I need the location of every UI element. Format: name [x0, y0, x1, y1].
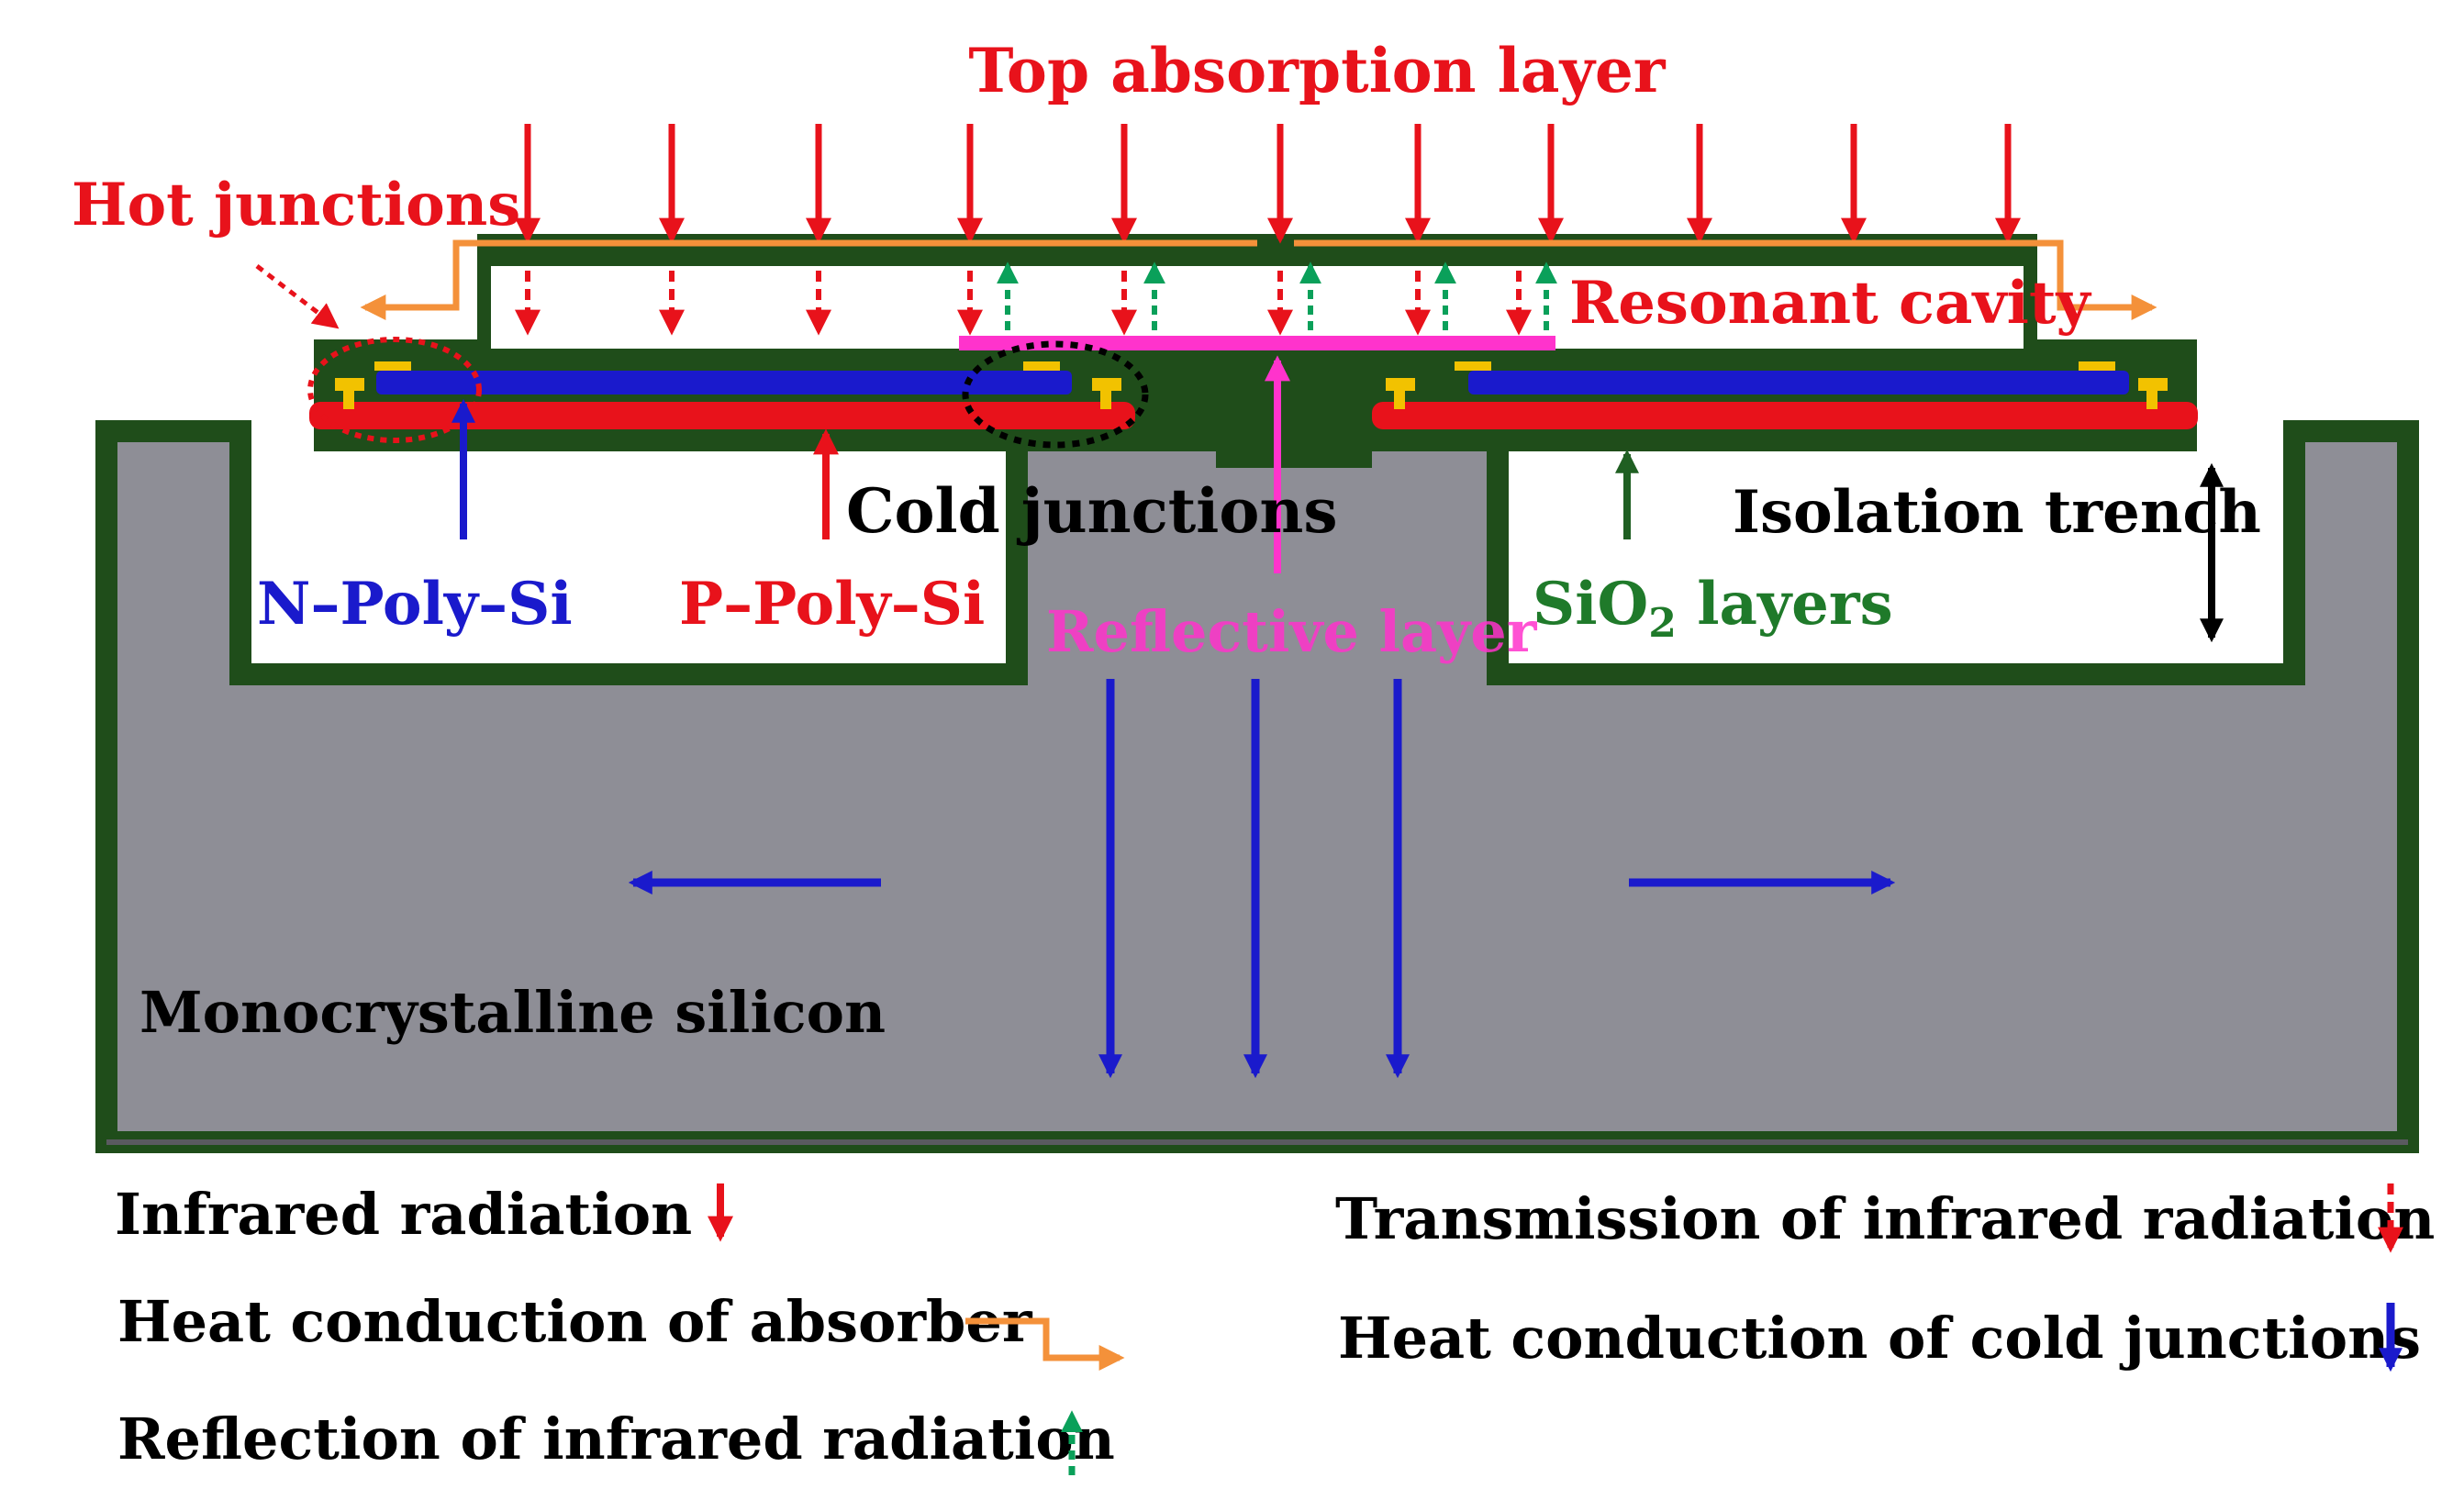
- legend-transmission-infrared: Transmission of infrared radiation: [1335, 1185, 2435, 1252]
- hot-junction-pointer: [255, 264, 340, 329]
- transmission-arrows: [515, 271, 1532, 336]
- metal-electrodes: [335, 361, 2168, 409]
- cold-junction-heat-conduction-arrows: [628, 679, 1896, 1079]
- cold-junctions-label: Cold junctions: [846, 475, 1338, 547]
- absorber-heat-arrow-right: [1294, 239, 2157, 320]
- monocrystalline-silicon-label: Monocrystalline silicon: [139, 979, 886, 1046]
- thermocouple-strips: [309, 371, 2198, 429]
- hot-junction-marker: [307, 337, 482, 443]
- legend-infrared-radiation: Infrared radiation: [115, 1181, 692, 1248]
- cold-junction-marker: [962, 340, 1149, 449]
- isolation-trench-label: Isolation trench: [1733, 478, 2261, 547]
- reflection-arrows: [997, 261, 1557, 330]
- legend-heat-conduction-absorber: Heat conduction of absorber: [117, 1288, 1033, 1355]
- p-poly-si-strip-right: [1372, 402, 2198, 429]
- n-poly-si-strip-left: [376, 371, 1072, 394]
- legend-orange-arrow: [965, 1317, 1125, 1371]
- legend-reflection-infrared: Reflection of infrared radiation: [117, 1405, 1115, 1472]
- resonant-cavity: [491, 266, 2024, 349]
- legend: Infrared radiation Heat conduction of ab…: [115, 1181, 2435, 1475]
- p-poly-si-label: P–Poly–Si: [679, 570, 985, 639]
- absorber-heat-conduction-arrows: [360, 239, 2157, 320]
- infrared-radiation-arrows: [515, 124, 2021, 244]
- p-poly-si-strip-left: [309, 402, 1135, 429]
- top-absorption-layer-label: Top absorption layer: [968, 35, 1666, 106]
- absorber-heat-arrow-left: [360, 239, 1257, 320]
- n-poly-si-strip-right: [1468, 371, 2129, 394]
- legend-heat-conduction-cold: Heat conduction of cold junctions: [1338, 1305, 2421, 1372]
- resonant-cavity-label: Resonant cavity: [1569, 269, 2092, 338]
- sio2-layers-label: SiO2 layers: [1533, 570, 1893, 647]
- reflective-layer-film: [959, 336, 1555, 350]
- sio2-membrane: [314, 234, 2197, 468]
- reflective-layer-label: Reflective layer: [1046, 598, 1538, 665]
- n-poly-si-label: N–Poly–Si: [257, 570, 573, 639]
- hot-junctions-label: Hot junctions: [72, 171, 520, 239]
